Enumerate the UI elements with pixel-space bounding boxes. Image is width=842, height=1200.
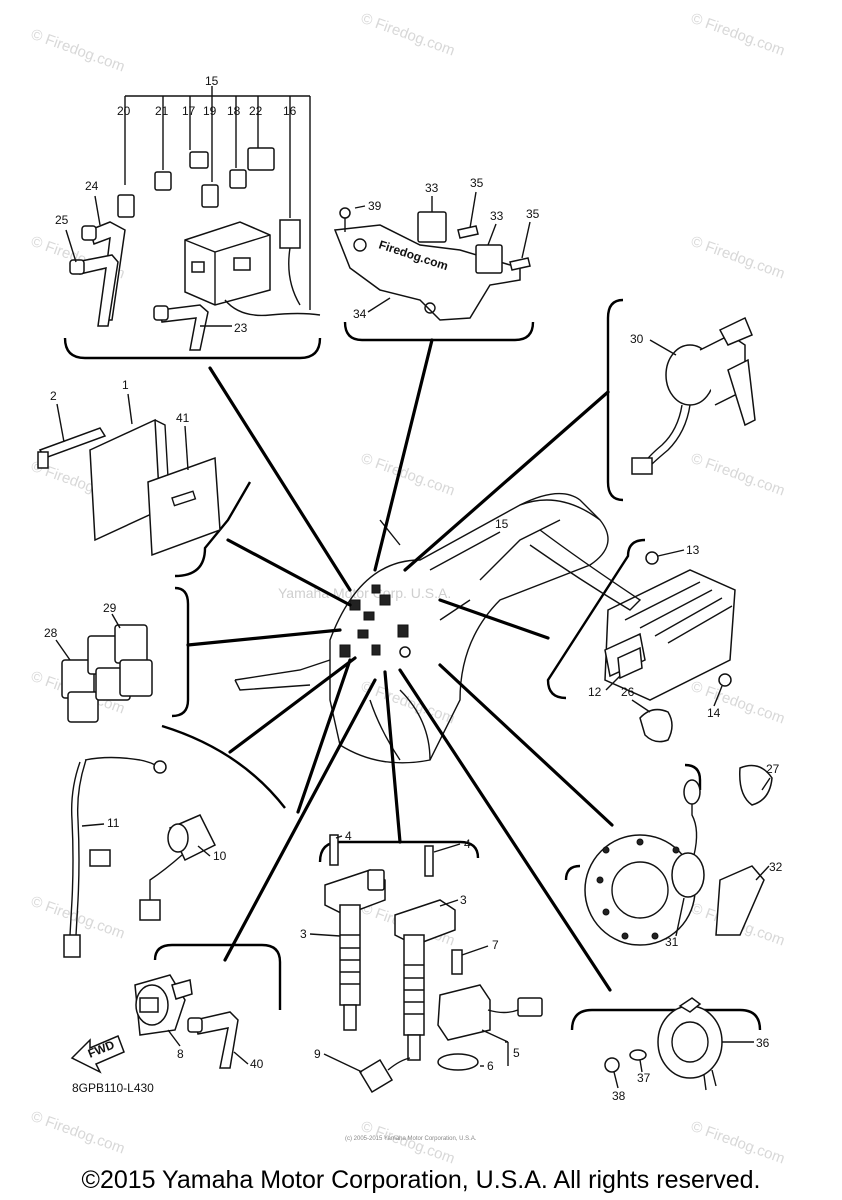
pickup-group: 27 32 31 (564, 762, 783, 949)
part-number-label: 33 (490, 209, 504, 223)
part-number-label: 3 (460, 893, 467, 907)
part-number-label: 14 (707, 706, 721, 720)
watermark: © Firedog.com (689, 678, 787, 728)
part-number-label: 31 (665, 935, 679, 949)
part-number-label: 38 (612, 1089, 626, 1103)
part-number-label: 22 (249, 104, 263, 118)
part-number-label: 21 (155, 104, 169, 118)
copyright-notice: ©2015 Yamaha Motor Corporation, U.S.A. A… (81, 1166, 761, 1194)
part-number-label: 2 (50, 389, 57, 403)
watermark: © Firedog.com (29, 26, 127, 76)
center-watermark: Yamaha Motor Corp. U.S.A. (278, 585, 451, 601)
part-number-label: 25 (55, 213, 69, 227)
watermark: © Firedog.com (359, 1118, 457, 1168)
part-number-label: 26 (621, 685, 635, 699)
part-number-label: 15 (495, 517, 509, 531)
part-number-label: 34 (353, 307, 367, 321)
relay-plate-group: Firedog.com 39 33 35 33 35 34 (333, 176, 540, 342)
part-number-label: 28 (44, 626, 58, 640)
part-number-label: 17 (182, 104, 196, 118)
sensor-lead-group: 11 10 (63, 724, 286, 958)
ignition-coil-group: 4 4 3 3 7 5 6 9 (300, 829, 543, 1094)
watermark: © Firedog.com (359, 10, 457, 60)
ecu-group: 1 2 41 (37, 378, 252, 578)
part-number-label: 23 (234, 321, 248, 335)
part-number-label: 11 (107, 816, 120, 830)
watermark: © Firedog.com (689, 233, 787, 283)
pressure-switch-group: 8 40 (134, 943, 282, 1071)
watermark: © Firedog.com (29, 1108, 127, 1158)
diagram-code: 8GPB110-L430 (72, 1081, 154, 1095)
part-number-label: 16 (283, 104, 297, 118)
part-number-label: 33 (425, 181, 439, 195)
part-number-label: 12 (588, 685, 602, 699)
part-number-label: 41 (176, 411, 190, 425)
relays-group: 28 29 (44, 586, 190, 723)
motorcycle-frame: 15 (186, 338, 642, 992)
fuse-box-group: 15 20 21 17 19 18 22 16 24 25 23 (55, 74, 322, 360)
part-number-label: 39 (368, 199, 382, 213)
part-number-label: 7 (492, 938, 499, 952)
main-switch-group: 30 (606, 298, 756, 502)
part-number-label: 18 (227, 104, 241, 118)
horn-group: 36 37 38 (570, 997, 770, 1103)
part-number-label: 13 (686, 543, 700, 557)
part-number-label: 35 (470, 176, 484, 190)
part-number-label: 19 (203, 104, 217, 118)
part-number-label: 1 (122, 378, 129, 392)
part-number-label: 3 (300, 927, 307, 941)
part-number-label: 40 (250, 1057, 264, 1071)
watermark: © Firedog.com (689, 450, 787, 500)
part-number-label: 6 (487, 1059, 494, 1073)
part-number-label: 37 (637, 1071, 651, 1085)
part-number-label: 30 (630, 332, 644, 346)
part-number-label: 4 (464, 837, 471, 851)
part-number-label: 8 (177, 1047, 184, 1061)
part-number-label: 4 (345, 829, 352, 843)
watermark: © Firedog.com (689, 10, 787, 60)
fwd-arrow: FWD (70, 1035, 125, 1074)
part-number-label: 24 (85, 179, 99, 193)
part-number-label: 35 (526, 207, 540, 221)
part-number-label: 32 (769, 860, 783, 874)
part-number-label: 10 (213, 849, 227, 863)
watermark: © Firedog.com (359, 450, 457, 500)
part-number-label: 15 (205, 74, 219, 88)
part-number-label: 5 (513, 1046, 520, 1060)
part-number-label: 9 (314, 1047, 321, 1061)
part-number-label: 20 (117, 104, 131, 118)
part-number-label: 36 (756, 1036, 770, 1050)
watermark: © Firedog.com (689, 1118, 787, 1168)
small-credit: (c) 2005-2015 Yamaha Motor Corporation, … (345, 1136, 477, 1142)
part-number-label: 27 (766, 762, 780, 776)
part-number-label: 29 (103, 601, 117, 615)
